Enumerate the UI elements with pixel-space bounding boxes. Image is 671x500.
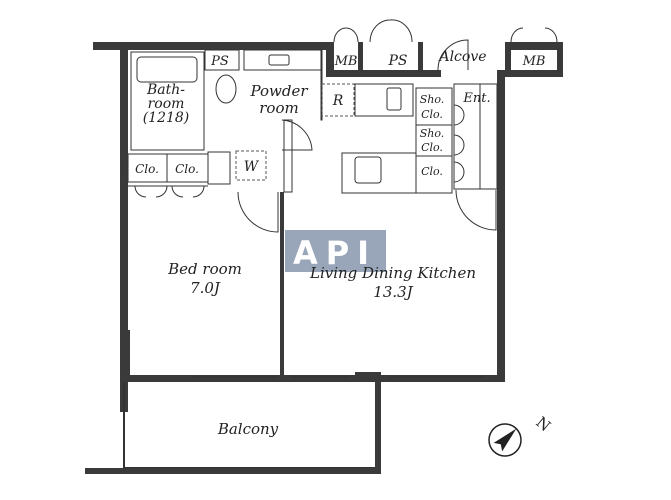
bathroom-label-2: room (148, 96, 185, 112)
shoe-closet-2-label-2: Clo. (421, 141, 443, 154)
powder-room-label-1: Powder (249, 82, 308, 100)
shoe-closet-1-label-2: Clo. (421, 108, 443, 121)
alcove-label: Alcove (437, 49, 486, 65)
mb-left-label: MB (334, 54, 358, 69)
ps-label: PS (210, 54, 229, 69)
powder-room-label-2: room (259, 99, 298, 117)
api-watermark: API (285, 230, 386, 272)
bathroom-label-1: Bath- (146, 82, 185, 98)
ldk-label: Living Dining Kitchen (309, 264, 476, 282)
bedroom-label: Bed room (167, 260, 242, 278)
north-label: N (532, 413, 554, 435)
bathroom-label-3: (1218) (143, 110, 190, 126)
closet-2-label: Clo. (175, 162, 199, 176)
closet-1-label: Clo. (135, 162, 159, 176)
ps-right-label: PS (387, 53, 407, 69)
entrance-label: Ent. (462, 91, 490, 106)
washer-label: W (244, 159, 260, 175)
svg-text:API: API (293, 234, 377, 272)
refrigerator-label: R (332, 93, 344, 109)
shoe-closet-1-label-1: Sho. (420, 93, 445, 106)
ldk-size: 13.3J (373, 283, 413, 301)
bedroom-size: 7.0J (190, 279, 221, 297)
entrance-closet-label: Clo. (421, 165, 443, 178)
walls (93, 42, 563, 412)
partitions (85, 19, 558, 474)
mb-right-label: MB (522, 54, 546, 69)
shoe-closet-2-label-1: Sho. (420, 127, 445, 140)
north-compass (488, 423, 522, 457)
balcony-label: Balcony (217, 420, 279, 438)
